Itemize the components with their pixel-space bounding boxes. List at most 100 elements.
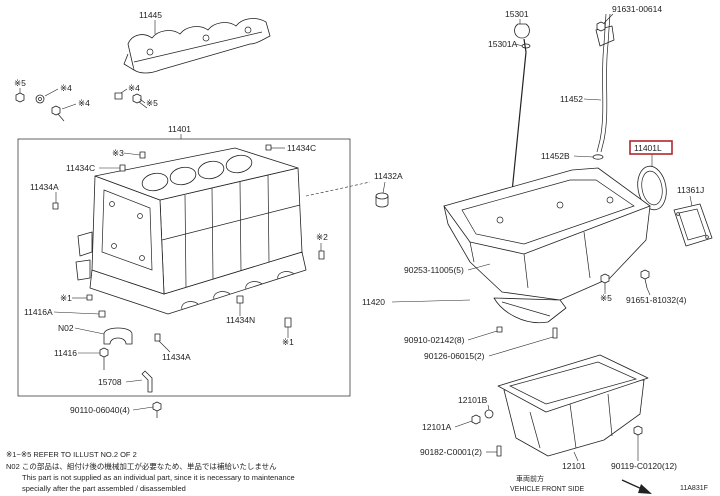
callout-ref-1[interactable]: ※1	[282, 337, 294, 347]
pin	[52, 202, 59, 210]
callout-ref-4[interactable]: ※4	[78, 98, 90, 108]
selected-part-highlight	[629, 140, 673, 155]
block-mount-lug	[77, 231, 93, 257]
callout-n02[interactable]: N02	[58, 323, 74, 333]
leader-line	[646, 287, 651, 296]
seal-outer	[637, 165, 667, 211]
oil-level-gauge-15301-drawing	[507, 23, 531, 233]
block-mount-lug	[75, 259, 91, 281]
callout-90110-06040[interactable]: 90110-06040(4)	[70, 405, 130, 415]
callout-15301[interactable]: 15301	[505, 9, 529, 19]
bolt-shank	[138, 101, 148, 109]
block-assembly-frame	[17, 138, 351, 397]
callout-11452b[interactable]: 11452B	[541, 151, 570, 161]
cylinder-bore	[141, 172, 169, 192]
block-front-detail	[101, 189, 153, 271]
guide-tube-edge	[600, 13, 611, 153]
pin	[119, 164, 126, 172]
guide-o-ring	[592, 154, 604, 160]
callout-11401l[interactable]: 11401L	[634, 143, 662, 153]
callout-11361j[interactable]: 11361J	[677, 185, 704, 195]
leader-line	[44, 88, 59, 97]
cover-boss	[146, 48, 154, 56]
small-fasteners-top-left	[15, 92, 148, 122]
callout-91631-00614[interactable]: 91631-00614	[612, 4, 662, 14]
crankcase-boss	[496, 216, 504, 224]
note-line: ※1~※5 REFER TO ILLUST NO.2 OF 2	[6, 450, 137, 459]
cylinder-bore	[225, 154, 253, 174]
plug	[114, 92, 123, 100]
leader-line	[689, 195, 693, 207]
note-line: This part is not supplied as an individu…	[22, 473, 295, 482]
bolt-head	[99, 347, 109, 358]
cylinder-bore	[169, 166, 197, 186]
crankcase-detail	[583, 231, 591, 279]
callout-11434c[interactable]: 11434C	[287, 143, 316, 153]
vehicle-front-arrow	[621, 479, 652, 494]
callout-15708[interactable]: 15708	[98, 377, 122, 387]
leader-line	[139, 98, 146, 104]
callout-11445[interactable]: 11445	[139, 10, 162, 20]
callout-90910-02142[interactable]: 90910-02142(8)	[404, 335, 465, 345]
pin	[154, 333, 161, 342]
leader-line	[53, 311, 100, 315]
callout-12101b[interactable]: 12101B	[458, 395, 488, 405]
callout-ref-4[interactable]: ※4	[128, 83, 140, 93]
callout-11434a[interactable]: 11434A	[30, 182, 59, 192]
callout-90126-06015[interactable]: 90126-06015(2)	[424, 351, 485, 361]
gauge-guide-11452-drawing	[592, 13, 615, 160]
callout-ref-2[interactable]: ※2	[316, 232, 328, 242]
callout-ref-5[interactable]: ※5	[600, 293, 612, 303]
callout-11434a[interactable]: 11434A	[162, 352, 191, 362]
bolt-head	[600, 273, 610, 284]
callout-15301a[interactable]: 15301A	[488, 39, 518, 49]
drain-plug-12101a	[471, 414, 481, 425]
bolt-shank	[57, 113, 65, 122]
callout-12101a[interactable]: 12101A	[422, 422, 452, 432]
callout-90253-11005[interactable]: 90253-11005(5)	[404, 265, 464, 275]
callout-91651-81032[interactable]: 91651-81032(4)	[626, 295, 687, 305]
pin	[86, 294, 93, 301]
oil-pan-12101-drawing	[471, 354, 649, 457]
guide-bolt	[596, 21, 606, 32]
callout-11401[interactable]: 11401	[168, 124, 191, 134]
seal-inner	[641, 170, 663, 206]
callout-11434c[interactable]: 11434C	[66, 163, 95, 173]
callout-90119-c0120[interactable]: 90119-C0120(12)	[611, 461, 677, 471]
pin	[265, 144, 272, 151]
oil-seal-11401l-drawing	[637, 165, 667, 211]
callout-90182-c0001[interactable]: 90182-C0001(2)	[420, 447, 482, 457]
leader-line	[391, 299, 471, 303]
callout-11416a[interactable]: 11416A	[24, 307, 53, 317]
callout-11416[interactable]: 11416	[54, 348, 77, 358]
pan-rib	[529, 411, 541, 449]
callout-12101[interactable]: 12101	[562, 461, 586, 471]
stud	[496, 445, 502, 457]
crankcase-boss	[556, 201, 564, 209]
pan-rib	[607, 393, 613, 437]
callout-11452[interactable]: 11452	[560, 94, 583, 104]
callout-11434n[interactable]: 11434N	[226, 315, 255, 325]
leader-line	[515, 43, 523, 47]
block-bolt-hole	[111, 243, 117, 249]
bolt-head	[152, 401, 162, 412]
callout-11432a[interactable]: 11432A	[374, 171, 403, 181]
callout-ref-1[interactable]: ※1	[60, 293, 72, 303]
callout-ref-5[interactable]: ※5	[14, 78, 26, 88]
stud	[552, 327, 558, 339]
callout-ref-4[interactable]: ※4	[60, 83, 72, 93]
bolt-shank	[644, 278, 648, 289]
crankcase-detail	[523, 253, 529, 289]
pan-rim-inner	[509, 361, 638, 405]
pan-rib	[569, 403, 577, 449]
callout-ref-5[interactable]: ※5	[146, 98, 158, 108]
leader-line	[132, 406, 154, 411]
front-direction-en: VEHICLE FRONT SIDE	[510, 486, 584, 493]
leader-line	[488, 336, 554, 357]
block-rib	[211, 187, 214, 280]
callout-11420[interactable]: 11420	[362, 297, 385, 307]
gauge-handle	[514, 23, 530, 39]
figure-code: 11A831F	[680, 485, 708, 492]
callout-ref-3[interactable]: ※3	[112, 148, 124, 158]
